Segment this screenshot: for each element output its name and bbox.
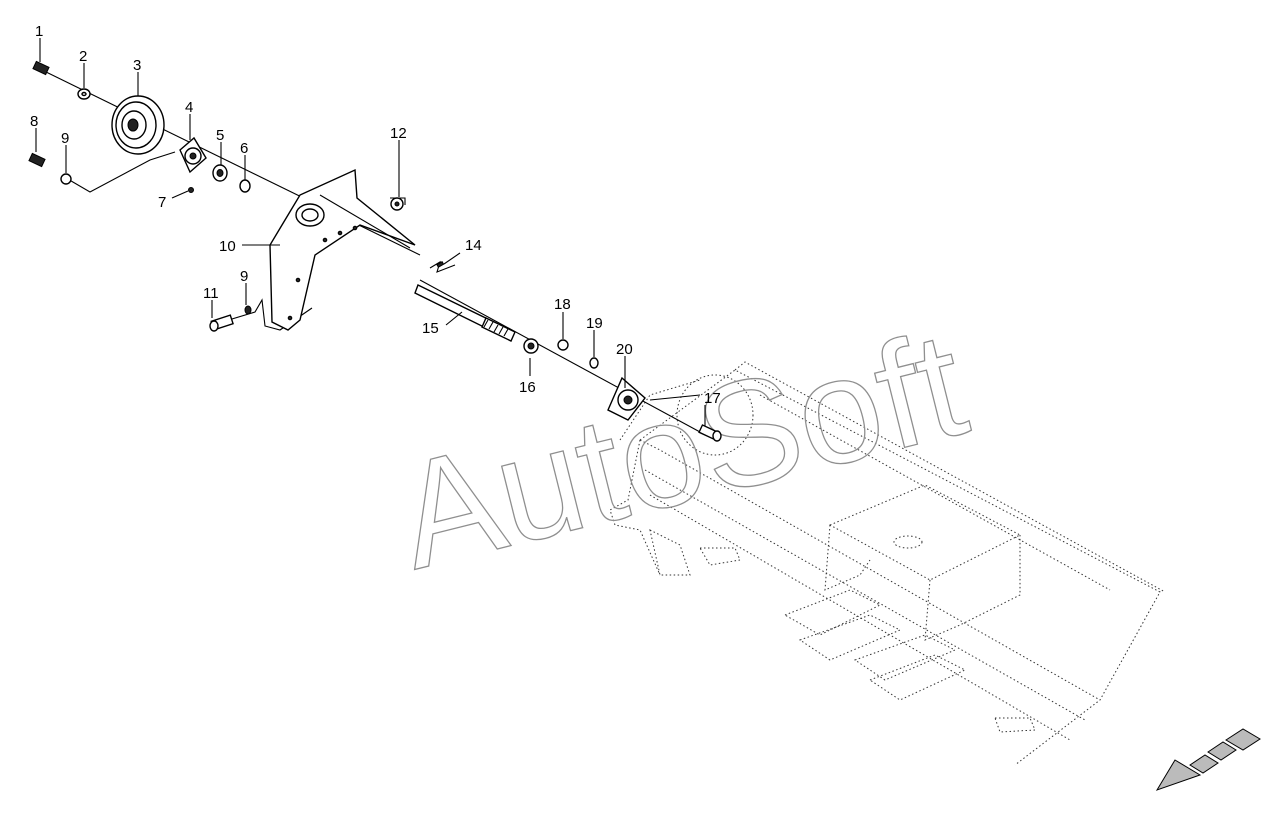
ring-6 [239,179,251,193]
watermark-text: AutoSoft [381,298,980,600]
callout-20: 20 [616,341,633,358]
callout-3: 3 [133,57,141,74]
callout-15: 15 [422,320,439,337]
bearing-flange-4 [179,136,207,174]
callout-labels: 1 2 3 4 5 6 7 8 9 9 10 11 12 14 15 16 17… [30,23,721,407]
callout-4: 4 [185,99,193,116]
callout-8: 8 [30,113,38,130]
bearing-flange-20 [607,376,646,421]
shaft-15 [414,284,516,342]
bolt-11 [209,314,234,332]
bolt-1 [32,60,50,76]
callout-16: 16 [519,379,536,396]
washer-9b [244,305,252,315]
callout-5: 5 [216,127,224,144]
bracket-10 [269,168,416,331]
bolt-8 [28,152,46,168]
grease-nipple-7 [188,187,194,193]
nut-12 [390,197,404,211]
callout-9-upper: 9 [61,130,69,147]
callout-11: 11 [203,285,219,302]
direction-arrow-icon [1155,728,1261,791]
callout-10: 10 [219,238,236,255]
ring-19 [589,357,599,369]
bearing-16 [523,338,539,354]
washer-9a [60,173,72,185]
ring-18 [557,339,569,351]
pin-14 [436,260,445,268]
washer-2 [77,88,91,100]
callout-1: 1 [35,23,43,40]
callout-12: 12 [390,125,407,142]
callout-2: 2 [79,48,87,65]
callout-leaders [35,38,706,426]
callout-17: 17 [704,390,721,407]
callout-6: 6 [240,140,248,157]
callout-7: 7 [158,194,166,211]
callout-14: 14 [465,237,482,254]
header-body-outline [609,361,1166,766]
pulley-3 [111,95,165,155]
callout-18: 18 [554,296,571,313]
callout-9-lower: 9 [240,268,248,285]
bolt-17 [698,424,722,442]
bearing-5 [212,164,228,182]
callout-19: 19 [586,315,603,332]
